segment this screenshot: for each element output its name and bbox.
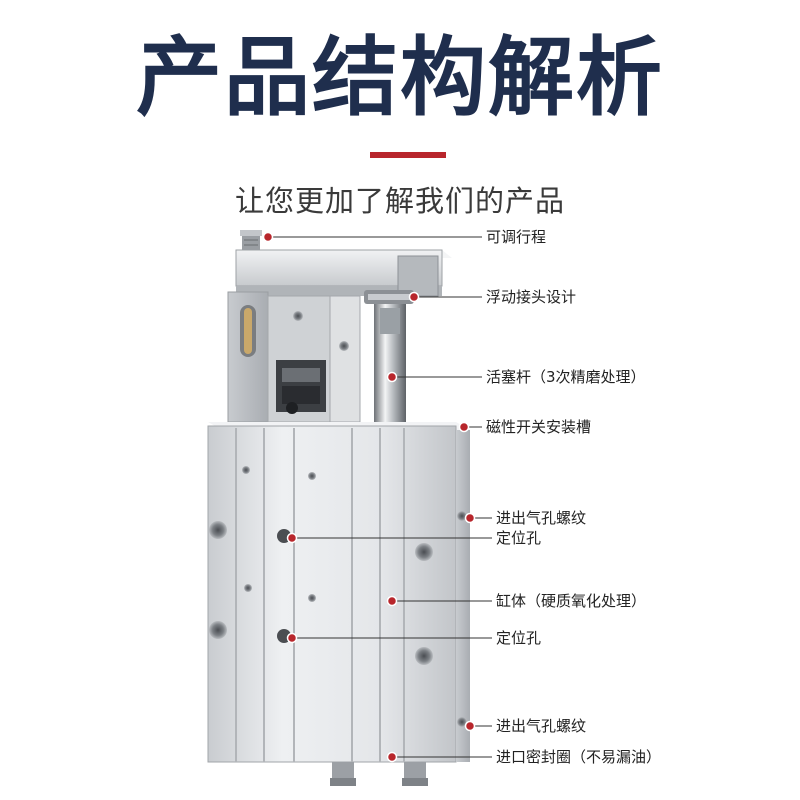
- callout-dot-positioning-hole-bottom: [286, 632, 298, 644]
- callout-label-adjustable-stroke: 可调行程: [486, 228, 547, 246]
- callout-dot-positioning-hole-top: [286, 532, 298, 544]
- callout-dot-adjustable-stroke: [262, 231, 274, 243]
- callout-label-floating-joint: 浮动接头设计: [486, 288, 577, 306]
- callout-dot-piston-rod: [386, 371, 398, 383]
- slider-block: [276, 360, 326, 414]
- page-subtitle: 让您更加了解我们的产品: [234, 184, 565, 218]
- callout-dot-floating-joint: [408, 291, 420, 303]
- callout-dot-cylinder-body: [386, 595, 398, 607]
- callout-dot-inlet-seal-ring: [386, 751, 398, 763]
- callout-dot-magnetic-switch-slot: [458, 421, 470, 433]
- bottom-fittings: [330, 762, 428, 786]
- title-underline: [370, 152, 446, 158]
- piston-rod: [374, 304, 406, 428]
- callout-dot-air-inlet-thread-bottom: [464, 720, 476, 732]
- callout-label-air-inlet-thread-bottom: 进出气孔螺纹: [496, 717, 587, 735]
- callout-label-cylinder-body: 缸体（硬质氧化处理）: [496, 592, 647, 610]
- callout-dot-air-inlet-thread-top: [464, 512, 476, 524]
- callout-label-piston-rod: 活塞杆（3次精磨处理）: [486, 368, 646, 386]
- cylinder-body: [207, 422, 470, 763]
- callout-label-positioning-hole-bottom: 定位孔: [496, 629, 542, 647]
- page-title: 产品结构解析: [136, 28, 664, 128]
- callout-label-magnetic-switch-slot: 磁性开关安装槽: [486, 418, 592, 436]
- adjustable-stroke-screw: [240, 230, 262, 250]
- callout-label-inlet-seal-ring: 进口密封圈（不易漏油）: [496, 748, 662, 766]
- callout-label-positioning-hole-top: 定位孔: [496, 529, 542, 547]
- floating-joint-cap: [364, 255, 439, 304]
- callout-label-air-inlet-thread-top: 进出气孔螺纹: [496, 509, 587, 527]
